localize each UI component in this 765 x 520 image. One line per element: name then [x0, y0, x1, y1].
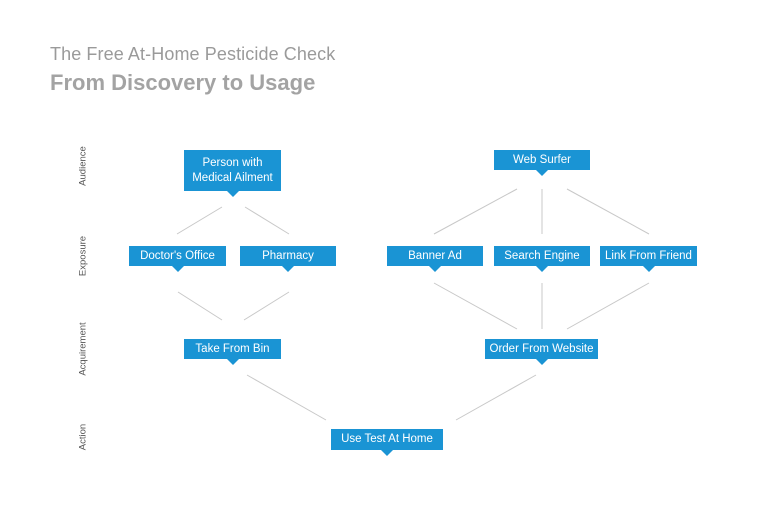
connector-bin-usetest	[246, 374, 327, 421]
connector-doctors-bin	[177, 291, 223, 321]
node-take-from-bin-label: Take From Bin	[195, 342, 270, 355]
node-banner-ad-label: Banner Ad	[408, 249, 462, 262]
connector-link-order	[566, 282, 650, 330]
node-use-test-at-home-label: Use Test At Home	[341, 433, 433, 445]
connector-pharmacy-bin	[243, 291, 290, 321]
node-person-with-medical-ailment: Person with Medical Ailment	[184, 150, 281, 197]
node-order-from-website-label: Order From Website	[489, 342, 594, 355]
connector-surfer-link	[566, 188, 650, 235]
connector-person-pharmacy	[244, 206, 290, 235]
node-order-from-website: Order From Website	[485, 339, 598, 365]
node-use-test-at-home: Use Test At Home	[331, 429, 443, 456]
node-web-surfer-label: Web Surfer	[513, 153, 571, 166]
node-link-from-friend-label: Link From Friend	[605, 249, 692, 262]
diagram-title: The Free At-Home Pesticide Check	[50, 44, 336, 64]
node-person-line2: Medical Ailment	[192, 171, 273, 184]
node-pharmacy-label: Pharmacy	[262, 249, 314, 262]
node-person-line1: Person with	[202, 156, 263, 169]
connector-banner-order	[433, 282, 518, 330]
diagram-subtitle: From Discovery to Usage	[50, 70, 316, 95]
node-web-surfer: Web Surfer	[494, 150, 590, 176]
connector-surfer-banner	[433, 188, 518, 235]
connector-order-usetest	[455, 374, 537, 421]
node-link-from-friend: Link From Friend	[600, 246, 697, 272]
connector-person-doctors	[176, 206, 223, 235]
node-pharmacy: Pharmacy	[240, 246, 336, 272]
node-doctors-office-label: Doctor's Office	[140, 249, 215, 262]
node-search-engine-label: Search Engine	[504, 249, 580, 262]
node-search-engine: Search Engine	[494, 246, 590, 272]
node-doctors-office: Doctor's Office	[129, 246, 226, 272]
node-take-from-bin: Take From Bin	[184, 339, 281, 365]
node-banner-ad: Banner Ad	[387, 246, 483, 272]
